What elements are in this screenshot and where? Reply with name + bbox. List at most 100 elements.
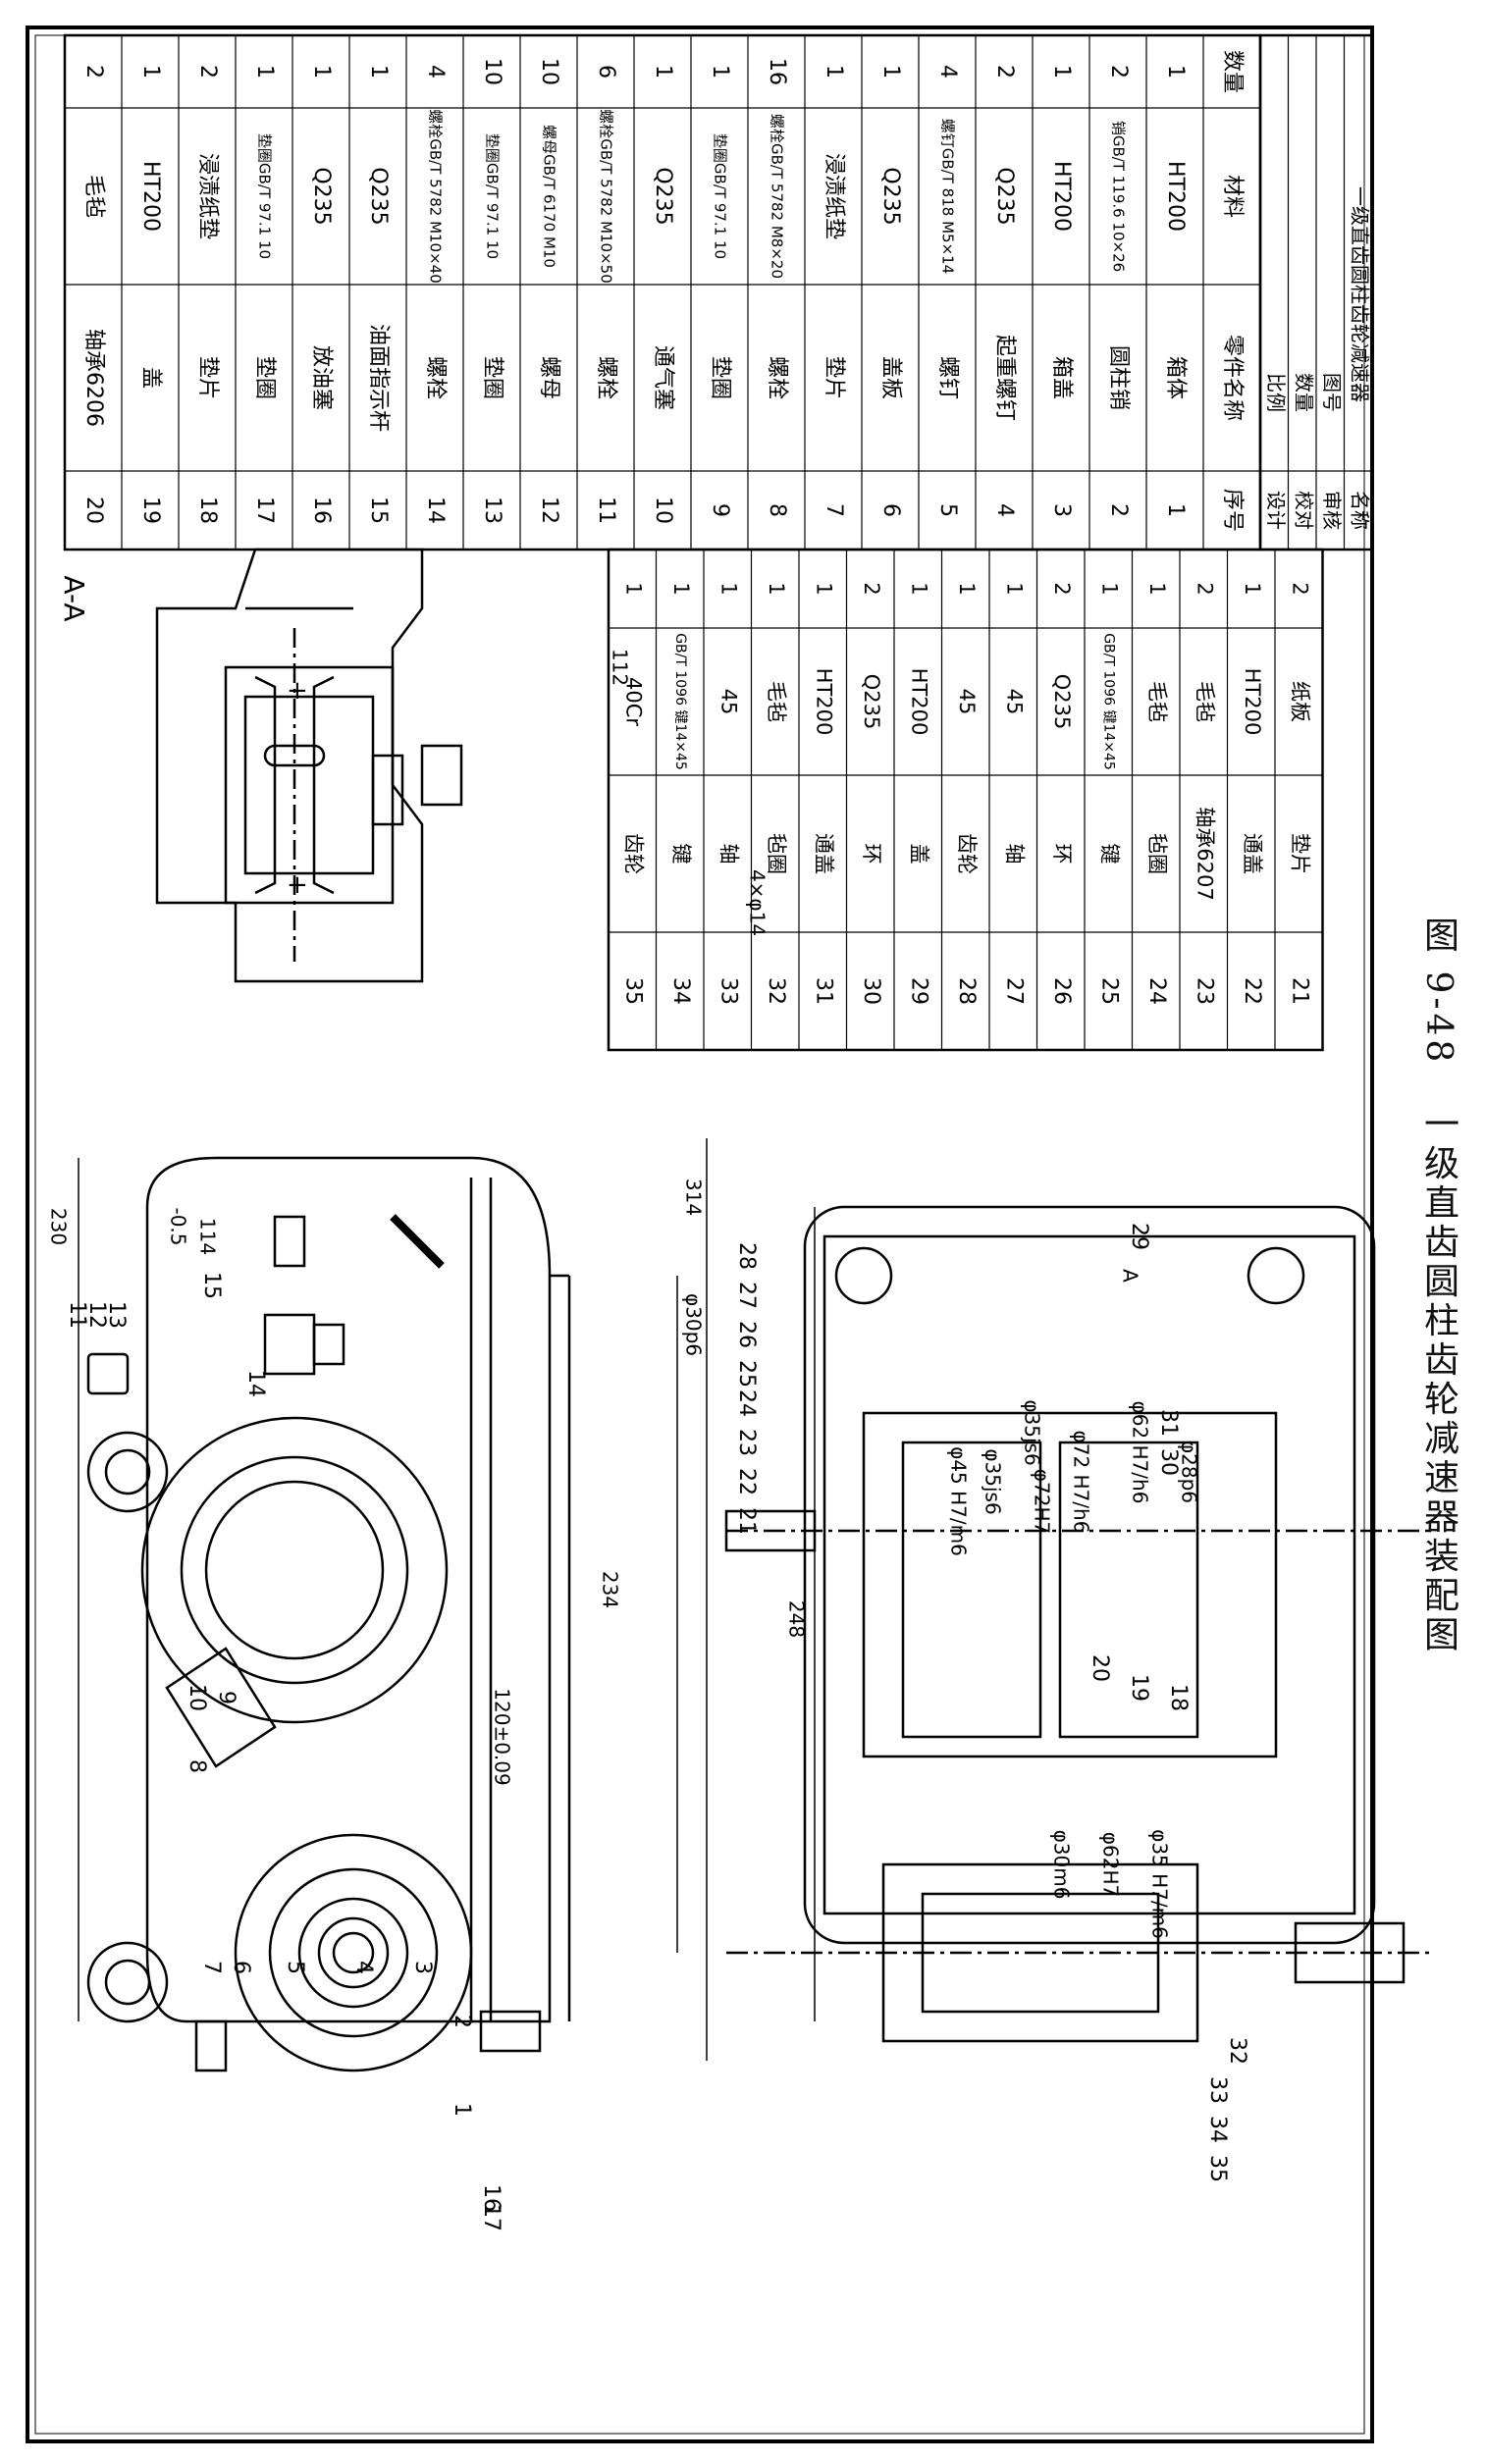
bom-row-no: 18 xyxy=(195,497,220,524)
callout-2: 2 xyxy=(450,2015,474,2028)
bom-row-no: 29 xyxy=(906,977,930,1005)
bom-table-upper: 20轴承6206毛毡219盖HT200118垫片浸渍纸垫217垫圈垫圈GB/T … xyxy=(63,33,1262,551)
callout-27: 27 xyxy=(734,1282,759,1309)
bom-row-material: Q235 xyxy=(366,167,391,225)
bom-row-name: 垫片 xyxy=(1288,833,1311,874)
title-block-value: 数量 xyxy=(1292,373,1315,412)
callout-16: 16 xyxy=(479,2184,504,2212)
bom-row-material: GB/T 1096 键14×45 xyxy=(672,633,688,770)
bom-row-material: 45 xyxy=(955,689,979,715)
bom-row-no: 8 xyxy=(765,503,789,517)
bom-row-qty: 1 xyxy=(878,65,903,79)
bom-row-name: 螺栓 xyxy=(423,356,448,399)
dimension-d114_tol: -0.5 xyxy=(167,1207,190,1245)
bom-row-no: 33 xyxy=(716,977,740,1005)
bom-row-material: 垫圈GB/T 97.1 10 xyxy=(256,133,274,259)
section-view-a-a: + + xyxy=(155,548,463,983)
bom-row-qty: 1 xyxy=(907,582,930,595)
bom-row-name: 起重螺钉 xyxy=(992,335,1017,421)
bom-row-no: 30 xyxy=(859,977,883,1005)
dimension-fit6: φ45 H7/m6 xyxy=(947,1446,971,1556)
bom-row-no: 6 xyxy=(878,503,903,517)
bom-row-no: 24 xyxy=(1144,977,1169,1005)
bom-row-name: 箱盖 xyxy=(1049,356,1074,399)
dimension-fit3: φ30m6 xyxy=(1050,1830,1074,1900)
bom-row-name: 通盖 xyxy=(812,833,835,874)
bom-row-no: 21 xyxy=(1287,977,1311,1005)
dimension-d112: 112 xyxy=(609,649,632,686)
bom-row-qty: 4 xyxy=(423,65,448,79)
bom-row-material: 40Cr xyxy=(621,677,645,726)
bom-row-name: 键 xyxy=(669,844,693,865)
bom-row-no: 15 xyxy=(366,497,391,524)
bom-row-material: 螺母GB/T 6170 M10 xyxy=(541,125,558,268)
callout-22: 22 xyxy=(734,1468,759,1495)
bom-row-material: 垫圈GB/T 97.1 10 xyxy=(712,133,729,259)
bom-row-no: 23 xyxy=(1192,977,1216,1005)
bom-row-name: 油面指示杆 xyxy=(366,324,391,432)
bom-row-qty: 1 xyxy=(138,65,163,79)
bom-row-material: HT200 xyxy=(1241,668,1264,736)
callout-14: 14 xyxy=(243,1370,268,1397)
bom-row-no: 9 xyxy=(708,503,732,517)
callout-24: 24 xyxy=(734,1389,759,1417)
callout-26: 26 xyxy=(734,1321,759,1348)
bom-row-qty: 1 xyxy=(955,582,979,595)
bom-row-material: 材料 xyxy=(1220,175,1245,218)
dimension-fit5: φ35 H7/m6 xyxy=(1148,1829,1172,1939)
bom-row-qty: 2 xyxy=(1106,65,1131,79)
svg-text:+: + xyxy=(287,870,308,900)
callout-33: 33 xyxy=(1205,2076,1230,2104)
bom-row-material: 螺钉GB/T 818 M5×14 xyxy=(939,119,957,274)
dimension-d114: 114 xyxy=(196,1218,220,1255)
callout-9: 9 xyxy=(214,1691,239,1704)
callout-30: 30 xyxy=(1156,1448,1181,1476)
bom-row-qty: 2 xyxy=(81,65,106,79)
bom-row-name: 毡圈 xyxy=(1145,833,1169,874)
callout-21: 21 xyxy=(734,1507,759,1535)
bom-row-name: 轴承6207 xyxy=(1193,807,1216,900)
bom-row-qty: 2 xyxy=(992,65,1017,79)
dimension-fit7: φ35js6 xyxy=(982,1448,1005,1514)
bom-row-no: 序号 xyxy=(1220,489,1245,532)
callout-35: 35 xyxy=(1205,2155,1230,2182)
callout-32: 32 xyxy=(1225,2037,1249,2065)
callout-15: 15 xyxy=(199,1272,224,1299)
bom-row-no: 10 xyxy=(651,497,675,524)
callout-20: 20 xyxy=(1088,1654,1112,1682)
callout-7: 7 xyxy=(199,1961,224,1974)
bom-row-name: 毡圈 xyxy=(765,833,788,874)
section-label: A-A xyxy=(58,575,90,621)
bom-row-no: 26 xyxy=(1049,977,1074,1005)
bom-row-no: 31 xyxy=(811,977,835,1005)
bom-row-name: 通气塞 xyxy=(651,345,675,410)
bom-row-material: 销GB/T 119.6 10×26 xyxy=(1110,121,1128,272)
bom-row-material: 毛毡 xyxy=(81,175,106,218)
callout-5: 5 xyxy=(283,1961,307,1974)
bom-row-name: 齿轮 xyxy=(621,833,645,874)
bom-row-name: 轴承6206 xyxy=(81,329,106,427)
bom-row-material: 45 xyxy=(716,689,740,715)
bom-row-qty: 1 xyxy=(1241,582,1264,595)
dimension-fit11: φ35js6 xyxy=(1021,1399,1044,1465)
bom-row-name: 垫片 xyxy=(822,356,846,399)
bom-row-no: 14 xyxy=(423,497,448,524)
bom-row-name: 齿轮 xyxy=(955,833,979,874)
bom-row-no: 20 xyxy=(81,497,106,524)
bom-row-name: 垫圈 xyxy=(480,356,504,399)
bom-row-qty: 1 xyxy=(1049,65,1074,79)
bom-row-material: 螺栓GB/T 5782 M10×40 xyxy=(427,109,445,284)
callout-23: 23 xyxy=(734,1429,759,1456)
callout-4: 4 xyxy=(351,1961,376,1974)
bom-row-name: 键 xyxy=(1097,844,1121,865)
bom-row-qty: 1 xyxy=(1145,582,1169,595)
bom-row-material: Q235 xyxy=(992,167,1017,225)
bom-row-name: 放油塞 xyxy=(309,345,334,410)
bom-row-material: Q235 xyxy=(651,167,675,225)
callout-19: 19 xyxy=(1127,1674,1151,1702)
bom-row-no: 32 xyxy=(764,977,788,1005)
bom-row-qty: 1 xyxy=(309,65,334,79)
bom-row-no: 34 xyxy=(668,977,693,1005)
